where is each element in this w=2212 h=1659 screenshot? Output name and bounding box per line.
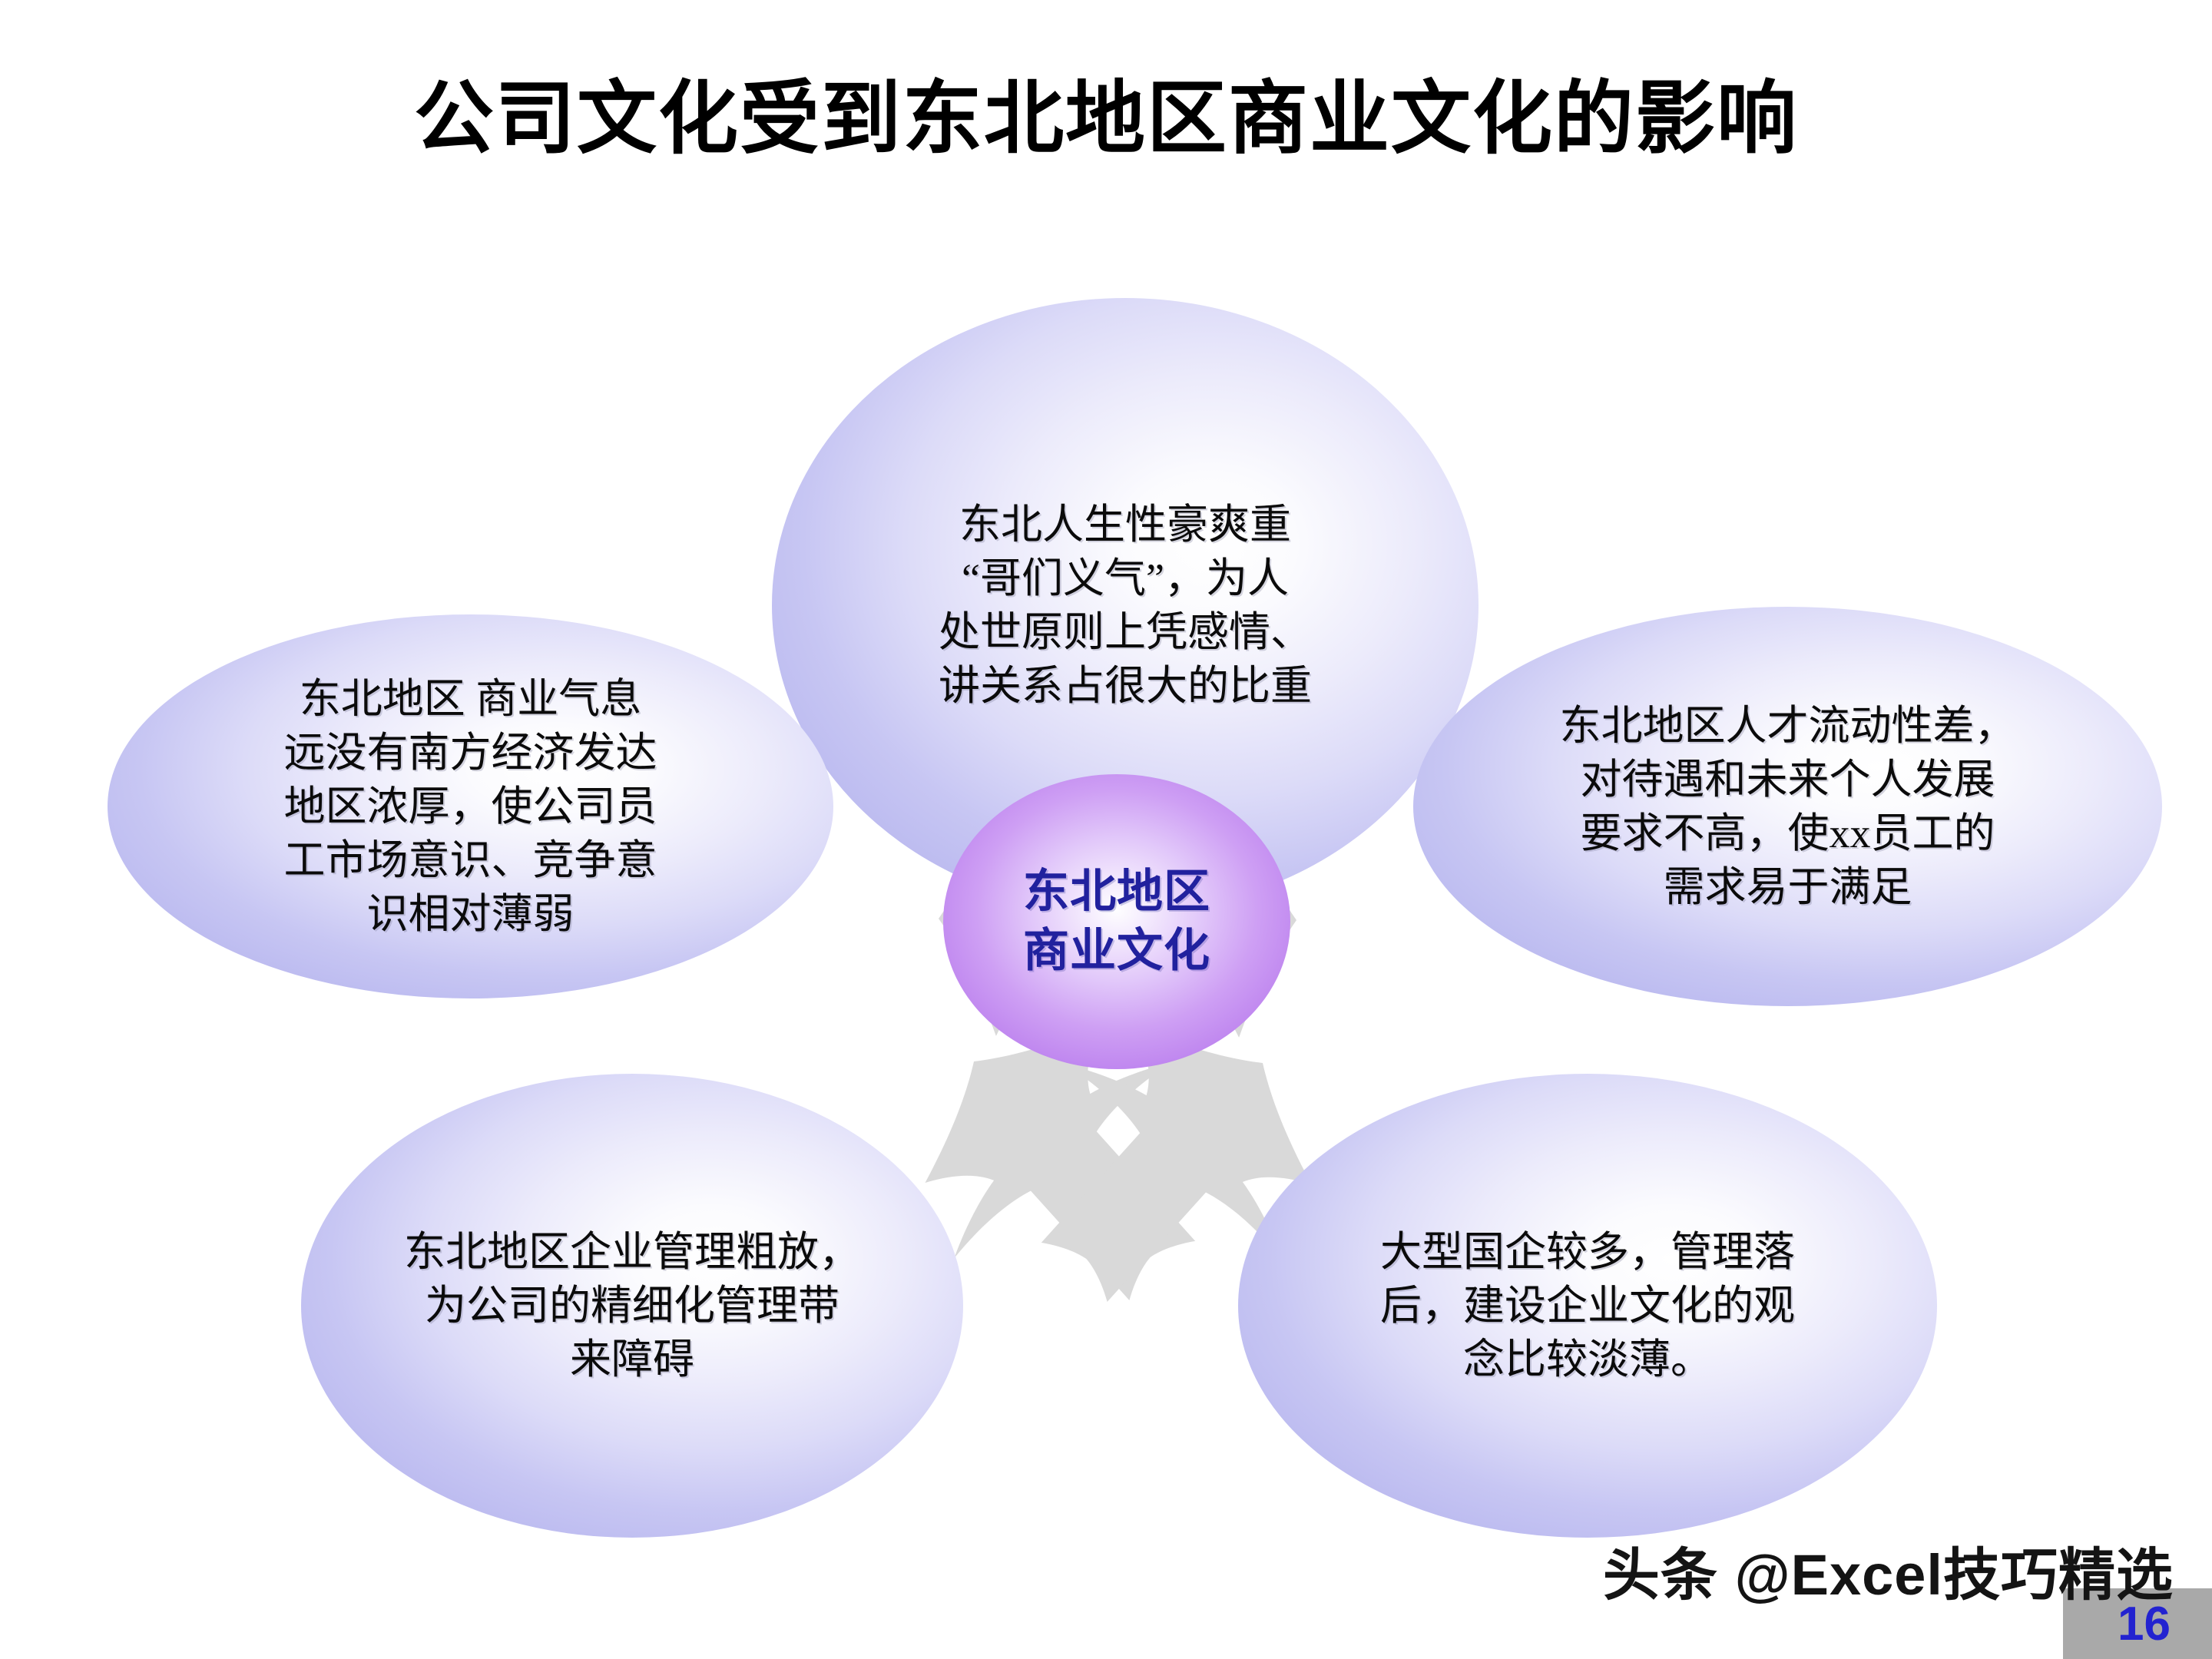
node-right-label: 东北地区人才流动性差， 对待遇和未来个人发展 要求不高，使xx员工的 需求易于满…	[1559, 702, 2016, 911]
page-number-badge	[2063, 1588, 2212, 1659]
page-number: 16	[2118, 1598, 2171, 1651]
node-bottom-left[interactable]: 东北地区企业管理粗放， 为公司的精细化管理带 来障碍	[301, 1074, 963, 1538]
node-left[interactable]: 东北地区 商业气息 远没有南方经济发达 地区浓厚，使公司员 工市场意识、竞争意 …	[108, 614, 833, 998]
node-bottom-right[interactable]: 大型国企较多，管理落 后，建设企业文化的观 念比较淡薄。	[1238, 1074, 1937, 1538]
center-node-label: 东北地区 商业文化	[1023, 866, 1210, 976]
node-bottom-right-label: 大型国企较多，管理落 后，建设企业文化的观 念比较淡薄。	[1380, 1228, 1795, 1383]
node-bottom-left-label: 东北地区企业管理粗放， 为公司的精细化管理带 来障碍	[404, 1228, 860, 1383]
node-top-label: 东北人生性豪爽重 “哥们义气”，为人 处世原则上凭感情、 讲关系占很大的比重	[939, 501, 1312, 710]
node-right[interactable]: 东北地区人才流动性差， 对待遇和未来个人发展 要求不高，使xx员工的 需求易于满…	[1413, 607, 2162, 1006]
node-top[interactable]: 东北人生性豪爽重 “哥们义气”，为人 处世原则上凭感情、 讲关系占很大的比重	[772, 298, 1479, 912]
node-left-label: 东北地区 商业气息 远没有南方经济发达 地区浓厚，使公司员 工市场意识、竞争意 …	[283, 675, 657, 938]
watermark: 头条 @Excel技巧精选	[1602, 1543, 2174, 1607]
page-title: 公司文化受到东北地区商业文化的影响	[413, 75, 1798, 164]
center-node[interactable]: 东北地区 商业文化	[943, 774, 1290, 1069]
